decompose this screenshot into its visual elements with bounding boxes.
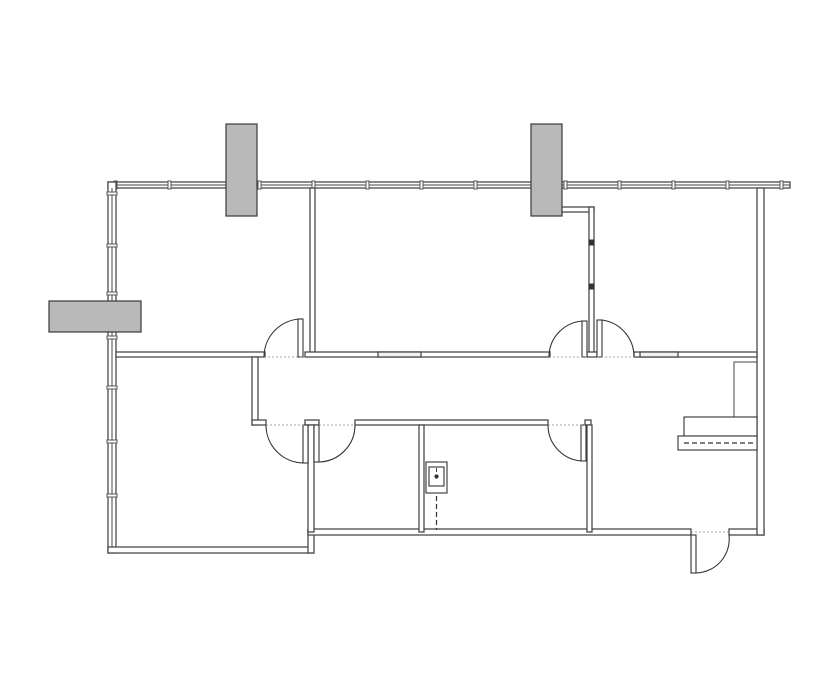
door-office-2 (548, 320, 588, 358)
door-entry (690, 531, 730, 574)
partition-restroom-east (586, 424, 593, 533)
partition-office1-office2 (309, 187, 316, 357)
door-southwest-room (265, 424, 309, 464)
north-window-mullions (113, 180, 784, 190)
door-restroom (313, 424, 356, 463)
partition-office2-office3 (561, 206, 595, 357)
restroom-sink (425, 461, 448, 530)
door-office-1 (263, 318, 304, 358)
column-west (48, 300, 142, 333)
door-office-3 (596, 319, 635, 358)
corridor-south-wall (251, 419, 592, 426)
kitchenette-counter (677, 361, 758, 451)
corridor-west-wall (251, 356, 259, 426)
column-north-left (225, 123, 258, 217)
west-window-mullions (106, 191, 118, 498)
partition-southwest-room (307, 424, 315, 533)
south-wall (107, 528, 765, 554)
north-window-wall (107, 181, 791, 189)
corridor-north-wall (115, 351, 758, 358)
east-wall (756, 187, 765, 536)
column-north-right (530, 123, 563, 217)
partition-restroom-west (418, 424, 425, 533)
door-south-center-room (547, 424, 587, 462)
